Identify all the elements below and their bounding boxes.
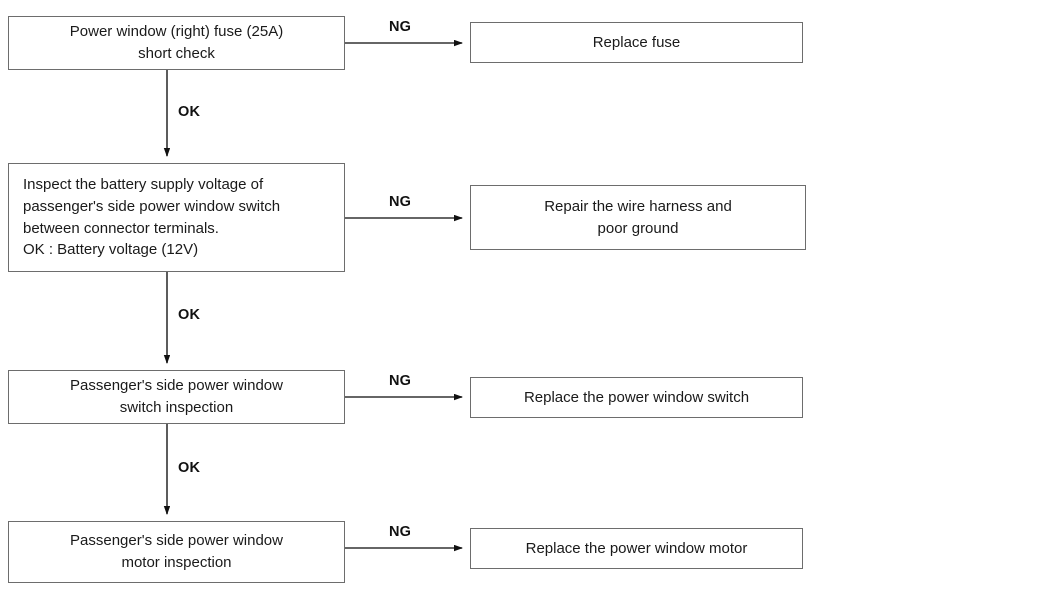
edge-label-ng-4: NG — [389, 524, 412, 540]
step-node-4[interactable]: Passenger's side power window motor insp… — [8, 521, 345, 583]
step-node-2[interactable]: Inspect the battery supply voltage of pa… — [8, 163, 345, 272]
step-node-1[interactable]: Power window (right) fuse (25A) short ch… — [8, 16, 345, 70]
outcome-node-2[interactable]: Repair the wire harness and poor ground — [470, 185, 806, 250]
edge-label-ng-3: NG — [389, 373, 412, 389]
step-node-3[interactable]: Passenger's side power window switch ins… — [8, 370, 345, 424]
edge-label-ng-1: NG — [389, 19, 412, 35]
edge-label-ok-3: OK — [178, 460, 201, 476]
outcome-node-1[interactable]: Replace fuse — [470, 22, 803, 63]
edge-label-ok-1: OK — [178, 104, 201, 120]
outcome-node-3[interactable]: Replace the power window switch — [470, 377, 803, 418]
edge-label-ng-2: NG — [389, 194, 412, 210]
edge-label-ok-2: OK — [178, 307, 201, 323]
outcome-node-4[interactable]: Replace the power window motor — [470, 528, 803, 569]
